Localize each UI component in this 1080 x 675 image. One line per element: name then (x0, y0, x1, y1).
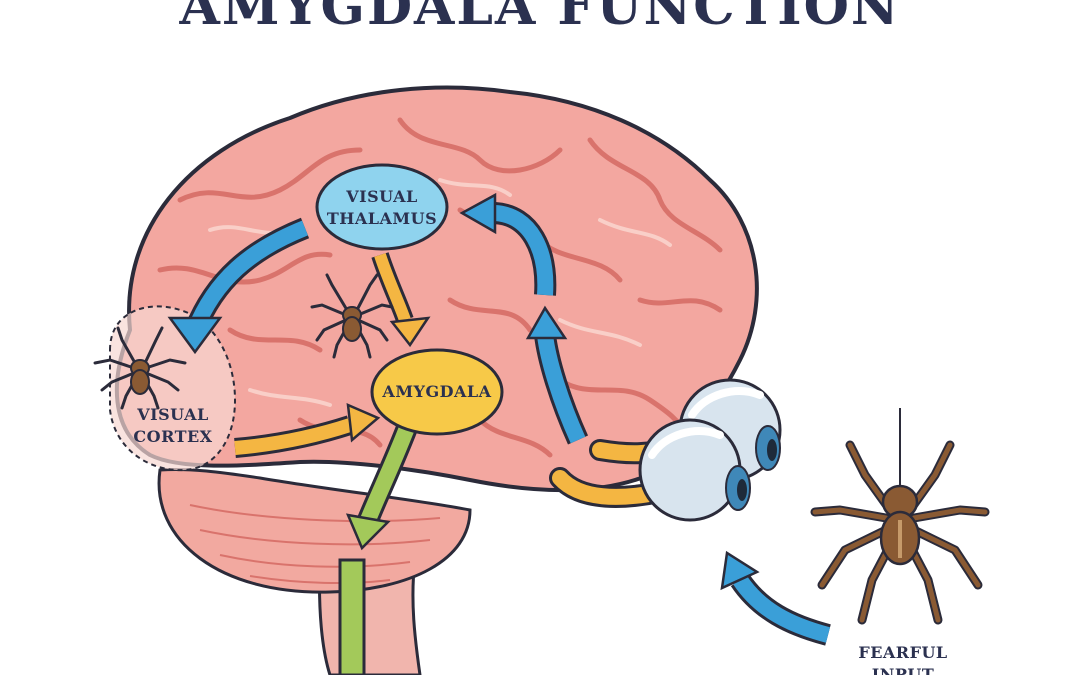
cerebellum-folds (189, 504, 441, 585)
diagram-title: AMYGDALA FUNCTION (179, 0, 901, 37)
brain (109, 85, 759, 675)
cerebellum (157, 467, 472, 594)
label-fearful-input: FEARFUL INPUT (838, 642, 968, 675)
nodes (315, 163, 504, 436)
visual-cortex-region (109, 305, 237, 472)
arrow-cortex-to-amygdala (234, 402, 381, 458)
label-visual-thalamus-line2: THALAMUS (326, 209, 438, 228)
spider-icon-input (810, 408, 990, 625)
arrow-amygdala-down (338, 416, 421, 675)
label-visual-cortex-line1: VISUAL (137, 405, 209, 424)
eyes (549, 378, 782, 522)
arrows (167, 192, 831, 675)
label-amygdala: AMYGDALA (382, 382, 492, 401)
spider-icon-cortex (93, 326, 187, 410)
amygdala-node (370, 348, 504, 436)
brain-folds (157, 117, 723, 458)
spider-icon-center (310, 273, 394, 359)
thalamus-node (315, 163, 449, 251)
arrow-eye-to-thalamus (459, 192, 589, 445)
label-visual-cortex-line2: CORTEX (133, 427, 213, 446)
label-fearful-input-line1: FEARFUL (858, 643, 948, 662)
arrow-input-to-eye (720, 550, 831, 646)
label-visual-cortex: VISUAL CORTEX (118, 404, 228, 448)
label-visual-thalamus: VISUAL THALAMUS (322, 186, 442, 230)
label-fearful-input-line2: INPUT (871, 665, 935, 675)
arrow-thalamus-to-amygdala (371, 252, 431, 348)
arrow-thalamus-to-cortex (167, 217, 310, 355)
eyeball-icon-lower (638, 418, 751, 522)
label-visual-thalamus-line1: VISUAL (346, 187, 418, 206)
